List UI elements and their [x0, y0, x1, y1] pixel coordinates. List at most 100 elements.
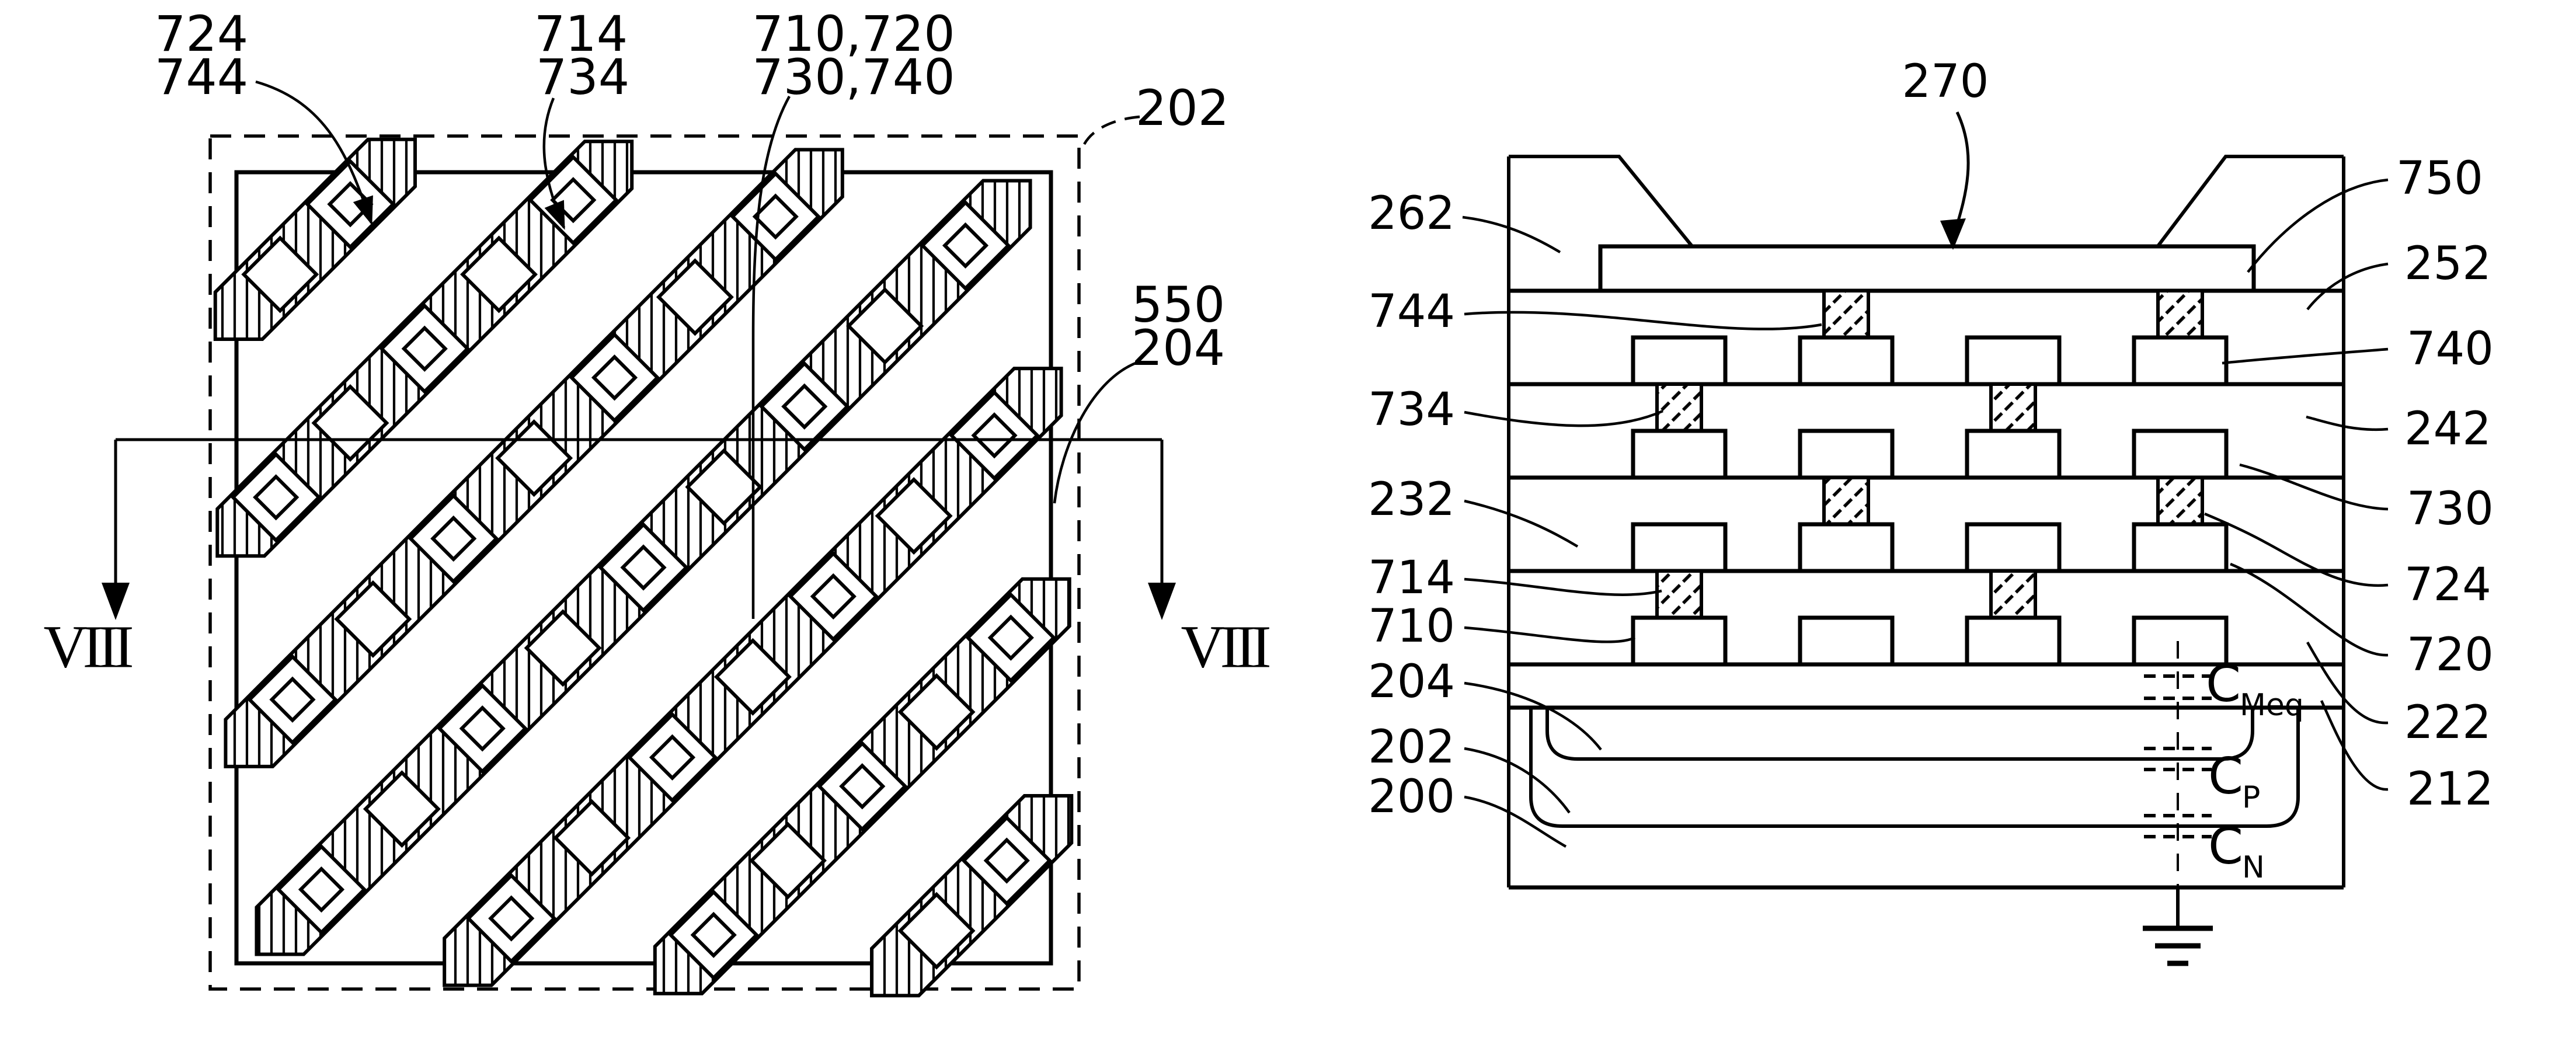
left-leaders [1462, 215, 1822, 848]
via-diamond-inner [430, 515, 477, 562]
leader-734r [1464, 409, 1663, 427]
cap-n-base: C [2208, 817, 2243, 876]
leader-262 [1462, 215, 1561, 253]
well-202 [1529, 708, 2300, 828]
cap-n-sub: N [2242, 850, 2265, 885]
pad-m1 [1965, 615, 2062, 667]
label-724: 724 [2404, 559, 2491, 611]
via-m4 [2156, 289, 2204, 339]
pad-m4 [1798, 335, 1895, 387]
leader-202r [1464, 747, 1571, 814]
leader-242 [2306, 415, 2389, 431]
leader-710r [1464, 626, 1636, 643]
via-m2 [1822, 476, 1870, 526]
via-diamond-inner [839, 763, 886, 810]
cross-section-figure [1462, 111, 2389, 966]
arrow-270 [1952, 111, 1970, 235]
via-diamond-inner [459, 705, 506, 752]
label-710-720: 710,720 [752, 5, 955, 62]
leader-720 [2230, 562, 2389, 657]
section-arrow-left [102, 583, 130, 620]
via-diamond-single [685, 448, 763, 526]
leader-232 [1464, 499, 1579, 548]
label-262: 262 [1368, 187, 1455, 240]
label-710: 710 [1368, 600, 1455, 653]
via-diamond-single [713, 638, 792, 716]
capacitor-labels: C Meq C P C N [2206, 655, 2304, 885]
top-view-labels: 724 744 714 734 710,720 730,740 202 550 … [43, 5, 1273, 681]
via-diamond-inner [488, 895, 535, 942]
leader-730 [2239, 463, 2389, 511]
via-diamond-inner [781, 383, 828, 430]
label-730: 730 [2407, 483, 2494, 535]
via-m1 [1989, 569, 2037, 619]
pad-m2 [1798, 522, 1895, 573]
metal-stack [1631, 289, 2229, 667]
via-diamond-single [524, 609, 602, 687]
label-734: 734 [536, 48, 629, 106]
leader-212 [2320, 700, 2389, 791]
label-740: 740 [2407, 323, 2494, 375]
leader-204r [1464, 681, 1602, 751]
pad-m1 [1798, 615, 1895, 667]
via-diamond-single [846, 287, 924, 365]
passivation-right [2155, 155, 2344, 249]
via-diamond-inner [298, 866, 345, 913]
pad-m1 [1631, 615, 1728, 667]
leader-714-734 [542, 98, 566, 230]
section-arrow-right [1148, 583, 1176, 620]
section-marker-left: VIII [43, 614, 131, 681]
stripe-array [213, 137, 1074, 998]
via-diamond-single [241, 235, 319, 314]
via-diamond-inner [591, 354, 638, 401]
passivation-left [1509, 155, 1695, 249]
label-232: 232 [1368, 473, 1455, 526]
leader-710-740 [751, 95, 791, 619]
pad-m3 [1965, 429, 2062, 480]
leader-724 [2204, 512, 2389, 587]
pad-m1 [2132, 615, 2229, 667]
label-202: 202 [1136, 79, 1229, 137]
via-diamond-inner [269, 676, 316, 723]
label-202r: 202 [1368, 721, 1455, 774]
cap-meq-base: C [2206, 655, 2241, 713]
pad-m4 [2132, 335, 2229, 387]
pad-m2 [1631, 522, 1728, 573]
pad-m3 [2132, 429, 2229, 480]
via-diamond-inner [810, 573, 857, 620]
pad-m4 [1631, 335, 1728, 387]
cross-section-labels: 270 262 744 734 232 714 710 204 202 200 … [1368, 55, 2494, 885]
via-diamond-single [334, 580, 412, 658]
leader-202 [1083, 115, 1140, 145]
dashed-boundary-202 [208, 134, 1081, 991]
via-diamond-single [460, 235, 538, 314]
label-724: 724 [155, 5, 248, 62]
via-diamond-single [897, 892, 976, 970]
via-diamond-inner [752, 193, 799, 240]
label-222: 222 [2404, 697, 2491, 749]
label-212: 212 [2407, 763, 2494, 816]
label-750: 750 [2396, 152, 2483, 205]
via-m2 [2156, 476, 2204, 526]
pad-m4 [1965, 335, 2062, 387]
label-204: 204 [1368, 656, 1455, 708]
top-view-figure [102, 80, 1176, 998]
cap-meq-sub: Meq [2240, 688, 2304, 723]
label-734: 734 [1368, 384, 1455, 436]
top-plate-750 [1598, 244, 2256, 291]
label-744: 744 [155, 48, 248, 106]
label-204-left: 204 [1132, 319, 1225, 377]
label-730-740: 730,740 [752, 48, 955, 106]
label-200: 200 [1368, 771, 1455, 823]
capacitor-plates [2144, 674, 2212, 838]
leader-740 [2222, 347, 2389, 365]
label-242: 242 [2404, 403, 2491, 455]
leader-222 [2306, 641, 2389, 725]
label-720: 720 [2407, 629, 2494, 681]
via-diamond-inner [987, 614, 1034, 661]
label-744: 744 [1368, 285, 1455, 338]
right-leaders [2204, 178, 2389, 791]
solid-region-boundary [234, 170, 1053, 966]
